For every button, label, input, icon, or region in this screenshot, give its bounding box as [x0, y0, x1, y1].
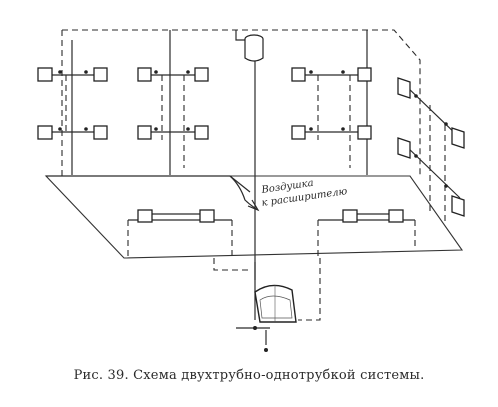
basement-radiators	[127, 209, 416, 258]
supply-risers	[71, 30, 368, 320]
radiator-group-center-right	[291, 67, 372, 168]
top-return-main	[61, 29, 421, 178]
radiator-group-left	[37, 67, 108, 140]
radiator-group-side-wall	[397, 77, 465, 222]
radiator-lower-c-b	[194, 125, 209, 140]
air-vent-line	[229, 175, 260, 212]
radiator-upper-left-a	[37, 67, 53, 82]
radiator-lower-c-a	[137, 125, 152, 140]
radiator-lower-left-a	[37, 125, 53, 140]
radiator-lower-r-a	[291, 125, 306, 140]
boiler	[254, 284, 297, 323]
boiler-connections	[213, 258, 321, 352]
figure-caption: Рис. 39. Схема двухтрубно-однотрубкой си…	[73, 368, 425, 383]
radiator-upper-c-a	[137, 67, 152, 82]
radiator-upper-r-b	[357, 67, 372, 82]
radiator-upper-c-b	[194, 67, 209, 82]
radiator-lower-left-b	[93, 125, 108, 140]
radiator-lower-r-b	[357, 125, 372, 140]
radiator-upper-left-b	[93, 67, 108, 82]
radiator-upper-r-a	[291, 67, 306, 82]
expansion-tank	[244, 34, 264, 62]
radiator-group-center-left	[137, 67, 209, 168]
